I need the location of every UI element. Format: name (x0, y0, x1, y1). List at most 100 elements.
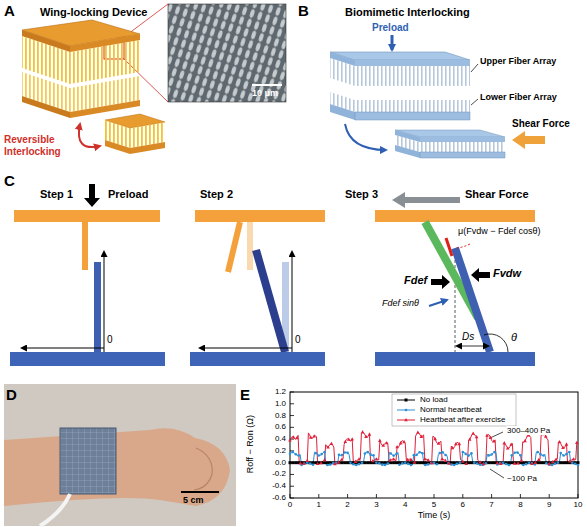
tick-label: -0.2 (258, 469, 286, 478)
data-marker (548, 461, 551, 464)
data-marker (371, 459, 375, 462)
data-marker (464, 462, 468, 465)
data-marker (489, 436, 493, 439)
data-marker (574, 461, 577, 464)
axis-title: Time (s) (394, 510, 474, 520)
data-marker (323, 461, 326, 464)
data-marker (447, 462, 451, 465)
data-marker (470, 461, 473, 464)
data-marker (388, 458, 392, 461)
data-marker (404, 418, 408, 421)
data-marker (558, 440, 562, 443)
axis-tick (347, 494, 348, 498)
data-marker (343, 451, 346, 454)
data-marker (343, 440, 347, 443)
data-marker (418, 461, 421, 464)
data-marker (410, 464, 413, 467)
data-marker (513, 461, 517, 464)
panel-c-art (195, 210, 325, 222)
data-marker (415, 461, 418, 464)
panel-b-art (330, 58, 470, 86)
data-marker (559, 452, 562, 455)
part-label: Upper Fiber Array (480, 56, 556, 66)
data-marker (533, 461, 536, 464)
scale-label: 5 cm (183, 495, 204, 505)
panel-b-art (395, 135, 505, 152)
axis-tick (376, 494, 377, 498)
data-marker (288, 438, 292, 441)
panel-d-photo (181, 491, 219, 493)
axis-tick (491, 494, 492, 498)
data-marker (464, 453, 467, 456)
data-marker (516, 451, 519, 454)
data-marker (319, 461, 323, 464)
axis-title: Roff − Ron (Ω) (245, 394, 255, 494)
panel-c-art (256, 250, 285, 352)
tick-label: 2 (338, 500, 358, 509)
data-marker (387, 462, 390, 465)
data-marker (530, 461, 533, 464)
data-marker (341, 454, 344, 457)
tick-label: 0.8 (258, 411, 286, 420)
panel-c-art (94, 262, 101, 352)
tick-label: 1 (309, 500, 329, 509)
panel-c-art (457, 346, 488, 347)
data-marker (542, 461, 545, 464)
data-marker (502, 461, 505, 464)
tick-label: 3 (366, 500, 386, 509)
data-marker (337, 460, 341, 463)
axis-tick (290, 486, 294, 487)
legend-sample (397, 400, 415, 401)
panel-c-art (446, 238, 452, 256)
tick-label: 5 (424, 500, 444, 509)
panel-letter: C (4, 172, 15, 189)
panel-letter: B (298, 2, 309, 19)
data-marker (401, 461, 404, 464)
axis-tick (290, 494, 291, 498)
panel-letter: E (240, 386, 250, 403)
panel-a-art (22, 96, 70, 118)
panel-c-art (431, 275, 450, 289)
force-label: Fdef sinθ (382, 298, 419, 308)
panel-b-art (330, 92, 470, 112)
data-marker (386, 461, 389, 464)
data-marker (479, 464, 482, 467)
panel-c-art (455, 244, 470, 248)
annotation: 300–400 Pa (506, 426, 551, 435)
data-marker (392, 457, 396, 460)
data-marker (378, 462, 381, 465)
panel-e-chart (392, 394, 516, 426)
data-marker (312, 464, 315, 467)
data-marker (568, 459, 572, 462)
data-marker (333, 462, 337, 465)
panel-b-art (395, 145, 420, 158)
data-marker (458, 442, 462, 445)
origin-label: 0 (107, 334, 113, 346)
annotation: ~100 Pa (506, 474, 538, 483)
data-marker (476, 461, 479, 464)
data-marker (513, 461, 516, 464)
panel-e-chart (288, 392, 579, 498)
data-marker (487, 461, 490, 464)
data-marker (454, 442, 458, 445)
data-marker (531, 462, 534, 465)
data-marker (309, 462, 312, 465)
data-marker (499, 462, 503, 465)
data-marker (390, 452, 393, 455)
panel-a-art (105, 140, 165, 154)
data-marker (426, 458, 430, 461)
panel-letter: A (4, 2, 15, 19)
data-marker (412, 461, 415, 464)
panel-title: Wing-locking Device (40, 6, 147, 19)
data-marker (404, 461, 407, 464)
dimension-label: Ds (462, 331, 474, 343)
data-marker (484, 461, 487, 464)
data-marker (557, 461, 560, 464)
data-marker (402, 440, 406, 443)
data-marker (537, 458, 541, 461)
data-marker (510, 454, 513, 457)
data-marker (349, 462, 352, 465)
axis-tick (290, 392, 294, 393)
data-marker (375, 457, 379, 460)
data-marker (395, 445, 399, 448)
